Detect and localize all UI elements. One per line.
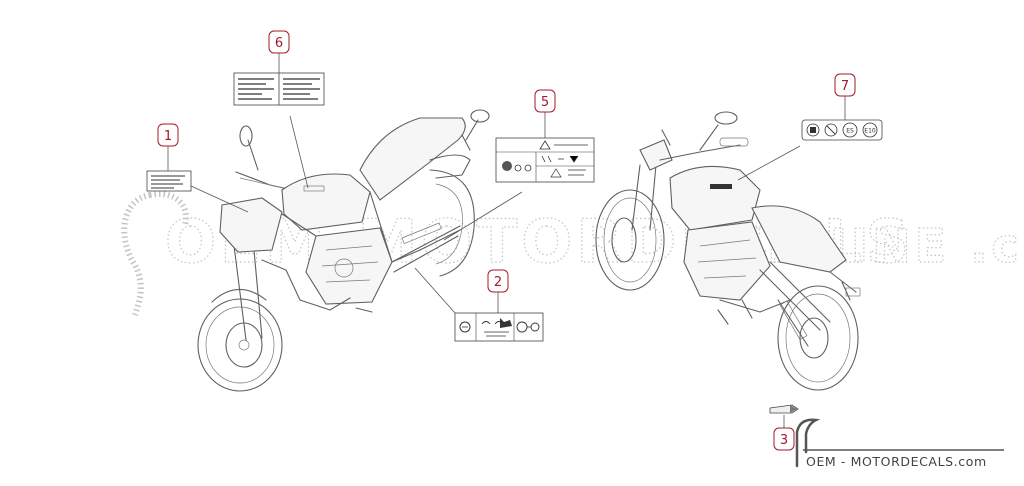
warning-triangle-icon [539, 140, 551, 150]
seat [359, 117, 466, 201]
label7-icon-e10: E10 [864, 128, 876, 135]
front-wheel [197, 298, 283, 392]
callout-1: 1 [157, 123, 179, 147]
callout-7: 7 [834, 73, 856, 97]
front-wheel-rear-view [595, 189, 665, 291]
rear-wheel [429, 169, 475, 277]
footer-brand-text: OEM - MOTORDECALS.com [806, 454, 987, 469]
decal-label-1 [146, 170, 192, 192]
headlight-fairing [219, 197, 283, 253]
right-mirror [465, 119, 479, 141]
fuel-tank-rear-view [669, 165, 761, 231]
svg-text:7: 7 [841, 79, 849, 94]
svg-text:3: 3 [780, 433, 788, 448]
callout-2: 2 [487, 269, 509, 293]
decal-label-3 [769, 404, 799, 414]
callout-6: 6 [268, 30, 290, 54]
rider-icon [500, 318, 512, 328]
rear-wheel-rear-view [777, 285, 859, 391]
helmet-icon [502, 161, 512, 171]
svg-text:2: 2 [494, 275, 502, 290]
left-mirror [247, 139, 259, 171]
decal-label-7: ES E10 [801, 119, 883, 141]
label7-icon-es: ES [846, 128, 854, 135]
brand-logo-icon [795, 418, 821, 468]
svg-text:6: 6 [275, 36, 283, 51]
decal-label-2 [454, 312, 544, 342]
leader-lines [167, 53, 846, 428]
decal-label-6 [233, 72, 325, 106]
svg-text:5: 5 [541, 95, 549, 110]
footer-brand: OEM - MOTORDECALS.com [795, 418, 1004, 469]
callout-5: 5 [534, 89, 556, 113]
gear-icon [459, 321, 471, 333]
decal-label-5 [495, 137, 595, 183]
seat-rear-view [751, 205, 847, 273]
fuel-tank [281, 173, 371, 231]
fuel-pump-icon [806, 123, 820, 137]
svg-text:1: 1 [164, 129, 172, 144]
motorcycle-front-view [197, 109, 490, 392]
no-fuel-icon [824, 123, 838, 137]
callout-3: 3 [773, 427, 795, 451]
motorcycle-rear-view [595, 111, 861, 391]
engine [305, 227, 393, 305]
front-brake-disc [225, 322, 263, 368]
